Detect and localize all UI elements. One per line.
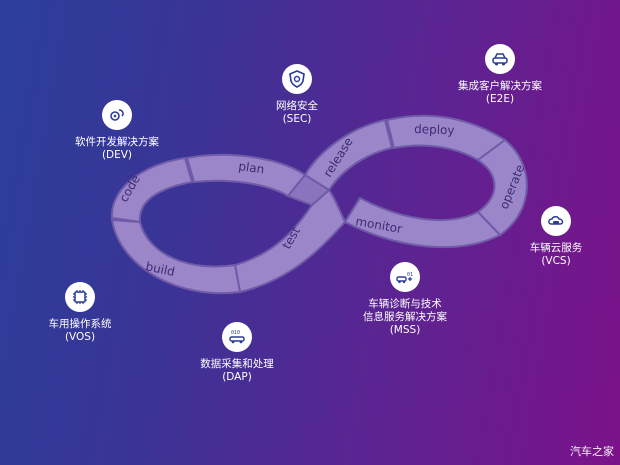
node-title: 软件开发解决方案 <box>75 136 159 148</box>
node-code: (VOS) <box>64 331 96 343</box>
data-car-icon: 010 <box>222 322 252 352</box>
loop-segments <box>110 114 528 295</box>
node-sec: 网络安全 (SEC) <box>222 64 372 126</box>
node-code: (VCS) <box>541 255 571 267</box>
svg-text:01: 01 <box>407 272 413 278</box>
node-mss: 01 车辆诊断与技术 信息服务解决方案 (MSS) <box>330 262 480 337</box>
node-e2e: 集成客户解决方案 (E2E) <box>425 44 575 106</box>
node-title: 网络安全 <box>276 100 318 112</box>
stage-label-plan: plan <box>238 159 266 176</box>
cloud-car-icon <box>541 206 571 236</box>
node-title: 车辆云服务 <box>529 242 583 254</box>
stage-label-build: build <box>144 259 176 279</box>
node-vos: 车用操作系统 (VOS) <box>5 282 155 344</box>
chip-icon <box>65 282 95 312</box>
segment-test <box>233 188 347 294</box>
node-code: (DAP) <box>222 371 252 383</box>
node-title: 车用操作系统 <box>48 318 112 330</box>
watermark: 汽车之家 <box>570 445 614 458</box>
node-title-line2: 信息服务解决方案 <box>363 311 447 323</box>
node-dev: 软件开发解决方案 (DEV) <box>42 100 192 162</box>
segment-monitor <box>343 196 502 249</box>
node-title: 车辆诊断与技术 <box>368 298 442 310</box>
segment-crossing <box>286 173 331 207</box>
shield-icon <box>282 64 312 94</box>
segment-build <box>110 218 242 295</box>
diagnostics-icon: 01 <box>390 262 420 292</box>
node-code: (E2E) <box>485 93 515 105</box>
segment-release <box>303 118 394 192</box>
node-code: (SEC) <box>282 113 312 125</box>
node-code: (MSS) <box>389 324 421 336</box>
gear-cycle-icon <box>102 100 132 130</box>
car-service-icon <box>485 44 515 74</box>
node-vcs: 车辆云服务 (VCS) <box>481 206 620 268</box>
node-title: 集成客户解决方案 <box>458 80 542 92</box>
node-dap: 010 数据采集和处理 (DAP) <box>162 322 312 384</box>
node-code: (DEV) <box>101 149 133 161</box>
node-title: 数据采集和处理 <box>200 358 274 370</box>
svg-text:010: 010 <box>231 330 240 336</box>
stage-label-deploy: deploy <box>414 122 455 137</box>
segment-code <box>110 156 194 224</box>
